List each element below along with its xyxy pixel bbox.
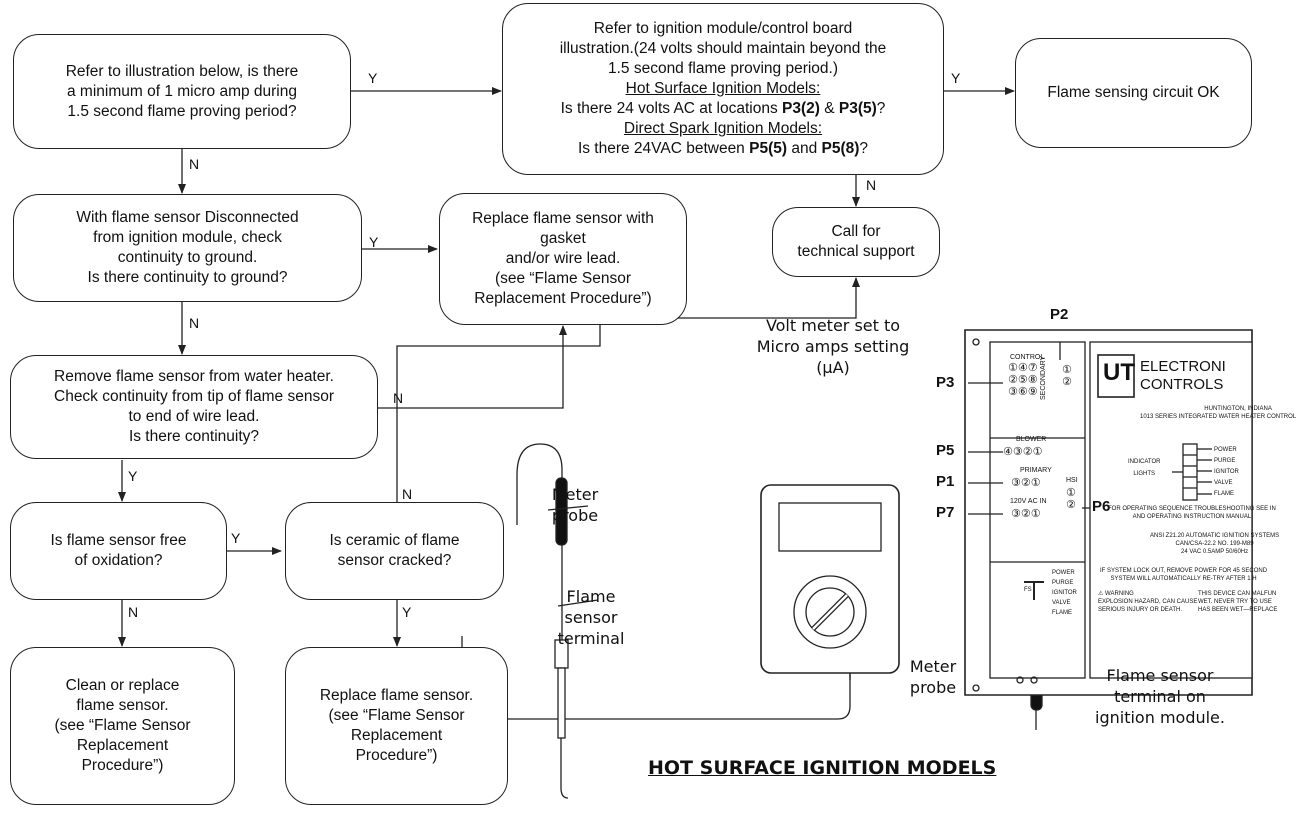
connector-layer bbox=[118, 87, 1253, 799]
brand-text: ELECTRONI CONTROLS bbox=[1140, 358, 1226, 393]
primary-label: PRIMARY bbox=[1020, 467, 1052, 474]
label-yes: Y bbox=[951, 70, 961, 86]
label-yes: Y bbox=[402, 604, 412, 620]
device-note: THIS DEVICE CAN MALFUN WET. NEVER TRY TO… bbox=[1198, 591, 1278, 613]
hsi-question: Is there 24 volts AC at locations P3(2) … bbox=[560, 100, 886, 117]
control-label: CONTROL bbox=[1010, 354, 1045, 361]
label-yes: Y bbox=[231, 530, 241, 546]
flame-sensor-terminal-label: Flame sensor terminal bbox=[557, 587, 625, 648]
ac-in-label: 120V AC IN bbox=[1010, 498, 1047, 505]
module-location: HUNTINGTON, INDIANA 1013 SERIES INTEGRAT… bbox=[1140, 406, 1296, 420]
module-terminal-label: Flame sensor terminal on ignition module… bbox=[1095, 666, 1225, 727]
label-yes: Y bbox=[128, 468, 138, 484]
box-replace-sensor: Replace flame sensor. (see “Flame Sensor… bbox=[285, 647, 508, 805]
indicator-light-list: POWER PURGE IGNITOR VALVE FLAME bbox=[1214, 447, 1239, 497]
hsi-pins: ① ② bbox=[1066, 486, 1076, 511]
tag-p7: P7 bbox=[936, 504, 955, 521]
warning-icon: ⚠ bbox=[1098, 591, 1106, 597]
meter-probe-label-right: Meter probe bbox=[909, 657, 957, 697]
ut-logo: UT bbox=[1103, 359, 1135, 386]
box-oxidation: Is flame sensor free of oxidation? bbox=[10, 502, 227, 600]
status-list: POWER PURGE IGNITOR VALVE FLAME bbox=[1052, 570, 1077, 616]
label-no: N bbox=[866, 177, 877, 193]
label-no: N bbox=[402, 486, 413, 502]
primary-pins: ③②① bbox=[1011, 476, 1041, 489]
blower-label: BLOWER bbox=[1016, 436, 1047, 443]
warning-note: ⚠ WARNING EXPLOSION HAZARD, CAN CAUSE SE… bbox=[1098, 591, 1198, 613]
meter-setting-caption: Volt meter set to Micro amps setting (µA… bbox=[756, 316, 910, 377]
label-yes: Y bbox=[368, 70, 378, 86]
label-no: N bbox=[189, 156, 200, 172]
sequence-note: FOR OPERATING SEQUENCE TROUBLESHOOTING S… bbox=[1108, 506, 1276, 520]
tag-p1: P1 bbox=[936, 473, 955, 490]
control-pins: ①④⑦ ②⑤⑧ ③⑥⑨ bbox=[1008, 361, 1038, 398]
blower-pins: ④③②① bbox=[1003, 445, 1043, 458]
left-wire bbox=[516, 443, 563, 525]
meter-probe-label-left: Meter probe bbox=[551, 485, 599, 525]
tag-p2: P2 bbox=[1050, 306, 1069, 323]
box-circuit-ok: Flame sensing circuit OK bbox=[1015, 38, 1252, 148]
box-micro-amp-check: Refer to illustration below, is there a … bbox=[13, 34, 351, 149]
box-remove-sensor: Remove flame sensor from water heater. C… bbox=[10, 355, 378, 459]
tag-p6: P6 bbox=[1092, 498, 1111, 515]
tag-p5: P5 bbox=[936, 442, 955, 459]
label-no: N bbox=[128, 604, 139, 620]
hot-surface-caption: HOT SURFACE IGNITION MODELS bbox=[648, 757, 997, 779]
fs-label: FS bbox=[1024, 587, 1032, 593]
ac-pins: ③②① bbox=[1011, 507, 1041, 520]
lockout-note: IF SYSTEM LOCK OUT, REMOVE POWER FOR 45 … bbox=[1100, 568, 1268, 582]
box-continuity-to-ground: With flame sensor Disconnected from igni… bbox=[13, 194, 362, 302]
secondary-pins: ① ② bbox=[1062, 363, 1072, 388]
hsi-label: HSI bbox=[1066, 477, 1078, 484]
dsi-question: Is there 24VAC between P5(5) and P5(8)? bbox=[577, 140, 869, 157]
arrow-box5-to-call bbox=[396, 277, 860, 503]
volt-meter-display bbox=[778, 502, 882, 552]
indicator-label: INDICATOR LIGHTS bbox=[1128, 459, 1161, 477]
tag-p3: P3 bbox=[936, 374, 955, 391]
box-ceramic-cracked: Is ceramic of flame sensor cracked? bbox=[285, 502, 504, 600]
box-clean-replace: Clean or replace flame sensor. (see “Fla… bbox=[10, 647, 235, 805]
secondary-label: SECONDARY bbox=[1040, 355, 1047, 400]
box-ignition-module-check: Refer to ignition module/control board i… bbox=[502, 3, 944, 175]
box-replace-gasket: Replace flame sensor with gasket and/or … bbox=[439, 193, 687, 325]
ansi-note: ANSI Z21.20 AUTOMATIC IGNITION SYSTEMS C… bbox=[1150, 533, 1280, 555]
label-no: N bbox=[189, 315, 200, 331]
box-call-support: Call for technical support bbox=[772, 207, 940, 277]
arrow-box3-to-gasket bbox=[378, 325, 567, 409]
label-no: N bbox=[393, 390, 404, 406]
label-yes: Y bbox=[369, 234, 379, 250]
